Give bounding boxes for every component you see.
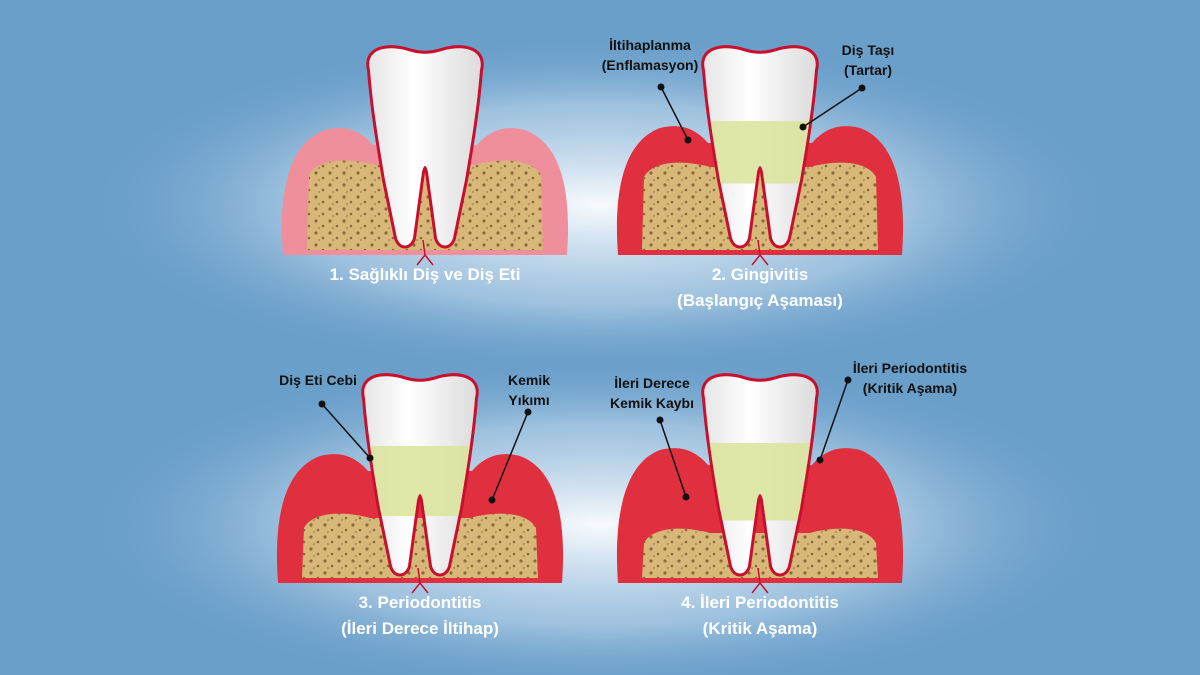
leader-dot <box>684 136 692 144</box>
leader-dot <box>682 493 690 501</box>
annotation-line: (Enflamasyon) <box>601 57 699 73</box>
leader-dot <box>656 416 664 424</box>
tooth <box>369 48 481 246</box>
tooth-panel-1 <box>281 45 569 266</box>
stage-caption-1: 1. Sağlıklı Diş ve Diş Eti <box>225 262 625 288</box>
annotation-line: Kemik Kaybı <box>609 395 695 411</box>
annotation-line: Diş Eti Cebi <box>279 372 357 388</box>
bone <box>642 528 878 578</box>
leader-line <box>802 87 863 128</box>
leader-line <box>819 379 849 461</box>
bone <box>307 160 543 250</box>
stage-caption-4: 4. İleri Periodontitis (Kritik Aşama) <box>560 590 960 642</box>
leader-line <box>659 419 687 498</box>
leader-line <box>660 86 689 141</box>
annotation-line: İleri Periodontitis <box>852 360 968 376</box>
caption-line: 3. Periodontitis <box>358 593 482 612</box>
annotation-line: (Tartar) <box>844 62 892 78</box>
tooth-panel-3 <box>276 373 564 594</box>
bone <box>642 162 878 250</box>
caption-line: (Kritik Aşama) <box>702 619 818 638</box>
annotation-line: İltihaplanma <box>609 37 691 53</box>
annotation-label: Diş Taşı (Tartar) <box>788 40 948 80</box>
annotation-line: Diş Taşı <box>841 42 895 58</box>
annotation-line: (Kritik Aşama) <box>862 380 958 396</box>
leader-dot <box>318 400 326 408</box>
annotation-line: Yıkımı <box>508 392 550 408</box>
tooth-panel-4 <box>616 373 904 594</box>
bone <box>302 513 538 578</box>
leader-dot <box>366 454 374 462</box>
leader-line <box>491 411 529 501</box>
leader-dot <box>488 496 496 504</box>
leader-dot <box>799 123 807 131</box>
leader-line <box>321 403 371 459</box>
annotation-label: İltihaplanma (Enflamasyon) <box>570 35 730 75</box>
caption-line: 1. Sağlıklı Diş ve Diş Eti <box>329 265 521 284</box>
annotation-line: İleri Derece <box>614 375 690 391</box>
leader-dot <box>816 456 824 464</box>
annotation-label: Diş Eti Cebi <box>238 370 398 390</box>
annotation-label: İleri Periodontitis (Kritik Aşama) <box>830 358 990 398</box>
tooth-panel-2 <box>616 45 904 266</box>
caption-line: (Başlangıç Aşaması) <box>677 291 843 310</box>
leader-dot <box>858 84 866 92</box>
leader-dot <box>844 376 852 384</box>
stage-caption-2: 2. Gingivitis (Başlangıç Aşaması) <box>560 262 960 314</box>
caption-line: 4. İleri Periodontitis <box>681 593 839 612</box>
leader-dot <box>524 408 532 416</box>
caption-line: 2. Gingivitis <box>711 265 809 284</box>
caption-line: (İleri Derece İltihap) <box>341 619 499 638</box>
annotation-line: Kemik <box>507 372 551 388</box>
leader-dot <box>657 83 665 91</box>
stage-caption-3: 3. Periodontitis (İleri Derece İltihap) <box>220 590 620 642</box>
